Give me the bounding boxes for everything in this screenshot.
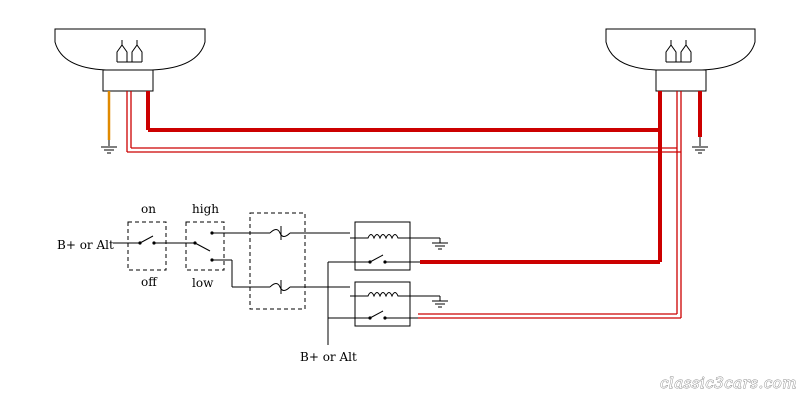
- switch-high-low: high low: [185, 202, 270, 290]
- low-fuse-icon: [269, 280, 291, 294]
- high-fuse-icon: [269, 226, 291, 240]
- relay-low: [328, 281, 448, 327]
- left-headlamp-connector: [102, 69, 154, 92]
- relay-low-ground-icon: [432, 296, 448, 308]
- relay-low-coil-icon: [350, 292, 412, 298]
- switch-on-off: on off: [113, 202, 195, 289]
- relay-feed-wires: [418, 130, 682, 319]
- switch1-on-label: on: [141, 202, 156, 216]
- lamp-harness: [127, 128, 681, 153]
- left-lamp-wires: [101, 91, 150, 154]
- relay-high-ground-icon: [432, 238, 448, 250]
- switch2-low-label: low: [192, 276, 214, 290]
- input-bottom-label: B+ or Alt: [300, 350, 357, 364]
- fuse-block: [249, 212, 350, 310]
- left-headlamp: [54, 28, 206, 92]
- left-ground-icon: [101, 146, 117, 154]
- relay-high: [328, 221, 448, 271]
- switch1-off-label: off: [141, 275, 158, 289]
- right-headlamp-filament-icon: [665, 40, 692, 63]
- watermark-logo: classic3cars.com: [660, 374, 797, 392]
- switch2-high-label: high: [192, 202, 219, 216]
- right-ground-icon: [692, 146, 708, 154]
- right-lamp-wires: [658, 91, 708, 154]
- left-headlamp-filament-icon: [116, 40, 143, 63]
- right-headlamp-connector: [655, 69, 707, 92]
- relay-high-coil-icon: [350, 234, 412, 240]
- right-headlamp: [605, 28, 756, 92]
- input-left-label: B+ or Alt: [57, 238, 114, 252]
